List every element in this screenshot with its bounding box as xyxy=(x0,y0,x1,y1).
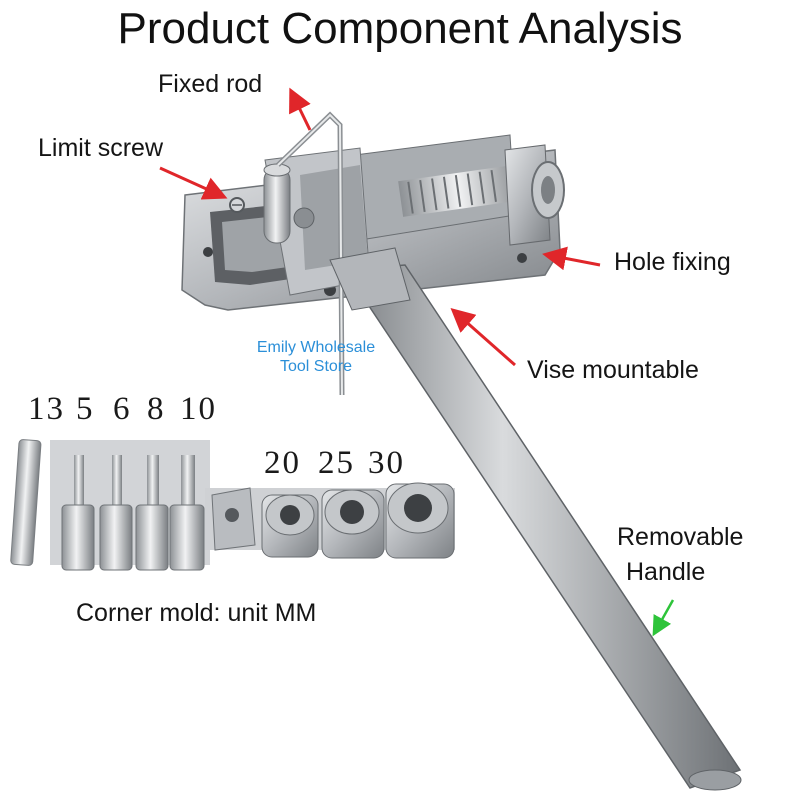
removable-handle xyxy=(329,247,742,791)
label-hole-fixing: Hole fixing xyxy=(614,248,731,276)
page-title: Product Component Analysis xyxy=(117,4,683,53)
corner-mold-small xyxy=(10,439,210,571)
label-fixed-rod: Fixed rod xyxy=(158,70,263,98)
watermark: Emily Wholesale Tool Store xyxy=(226,338,406,376)
label-limit-screw: Limit screw xyxy=(38,134,164,162)
mount-hole xyxy=(517,253,527,263)
vise-screw-assembly xyxy=(354,134,565,246)
arrow-fixed-rod xyxy=(289,87,312,131)
mount-hole xyxy=(203,247,213,257)
watermark-line1: Emily Wholesale xyxy=(256,339,376,356)
mold-size-small-6: 6 xyxy=(113,391,132,427)
mold-13 xyxy=(10,439,42,566)
mold-size-large-20: 20 xyxy=(264,445,301,481)
label-vise-mountable: Vise mountable xyxy=(527,356,699,384)
arrow-limit-screw xyxy=(159,166,228,200)
corner-mold-large xyxy=(205,482,455,559)
mold-size-small-5: 5 xyxy=(76,391,95,427)
arrow-removable-handle xyxy=(652,599,675,637)
label-removable: Removable xyxy=(617,523,744,551)
mold-size-small-10: 10 xyxy=(180,391,217,427)
label-corner-mold: Corner mold: unit MM xyxy=(76,599,317,627)
mold-size-small-13: 13 xyxy=(28,391,65,427)
label-handle: Handle xyxy=(626,558,706,586)
bending-pin xyxy=(263,167,291,244)
arrow-vise-mountable xyxy=(450,308,516,367)
arrow-hole-fixing xyxy=(542,246,601,271)
mold-size-large-25: 25 xyxy=(318,445,355,481)
mold-size-small-8: 8 xyxy=(147,391,166,427)
annotation-arrows xyxy=(159,87,675,637)
watermark-line2: Tool Store xyxy=(279,358,353,375)
mold-size-large-30: 30 xyxy=(368,445,405,481)
